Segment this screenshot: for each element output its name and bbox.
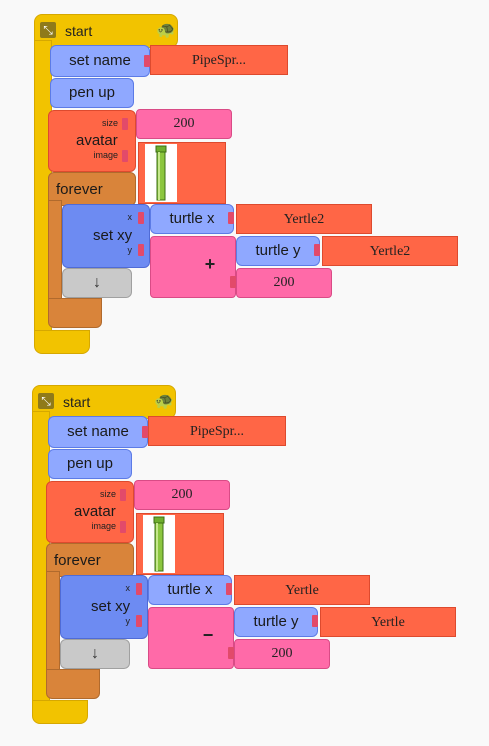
- size-value-field[interactable]: 200: [134, 480, 230, 510]
- pen-up-block[interactable]: pen up: [50, 78, 134, 108]
- input-connector: [228, 647, 234, 659]
- operator-block[interactable]: [150, 236, 236, 298]
- pipe-sprite-image: [143, 515, 175, 573]
- input-connector: [144, 55, 150, 67]
- collapse-icon[interactable]: ⤡: [38, 393, 54, 409]
- forever-foot: [46, 669, 100, 699]
- forever-label: forever: [56, 181, 103, 198]
- turtle-x-label: turtle x: [167, 581, 213, 598]
- pen-up-label: pen up: [67, 455, 113, 472]
- input-connector: [136, 583, 142, 595]
- forever-spine: [46, 571, 60, 681]
- pen-up-block[interactable]: pen up: [48, 449, 132, 479]
- avatar-block[interactable]: [46, 481, 134, 543]
- turtle-icon: 🐢: [154, 393, 174, 410]
- set-name-label: set name: [67, 423, 129, 440]
- y-label: y: [127, 245, 133, 255]
- pen-up-label: pen up: [69, 84, 115, 101]
- input-connector: [226, 583, 232, 595]
- name-value-field[interactable]: PipeSpr...: [150, 45, 288, 75]
- input-connector: [142, 426, 148, 438]
- set-name-label: set name: [69, 52, 131, 69]
- image-label: image: [93, 150, 118, 160]
- operator-symbol[interactable]: −: [202, 625, 214, 645]
- turtle-y-block[interactable]: turtle y: [234, 607, 318, 637]
- size-value-field[interactable]: 200: [136, 109, 232, 139]
- input-connector: [136, 615, 142, 627]
- start-hat-block[interactable]: [32, 385, 176, 419]
- input-connector: [120, 489, 126, 501]
- start-hat-foot: [34, 330, 90, 354]
- collapse-icon[interactable]: ⤡: [40, 22, 56, 38]
- turtle-x-target-field[interactable]: Yertle2: [236, 204, 372, 234]
- input-connector: [312, 615, 318, 627]
- size-label: size: [99, 489, 116, 499]
- set-xy-block[interactable]: [60, 575, 148, 639]
- turtle-y-target-field[interactable]: Yertle2: [322, 236, 458, 266]
- set-name-block[interactable]: set name: [48, 416, 148, 448]
- input-connector: [228, 212, 234, 224]
- turtle-icon: 🐢: [156, 22, 176, 39]
- input-connector: [314, 244, 320, 256]
- set-name-block[interactable]: set name: [50, 45, 150, 77]
- turtle-y-block[interactable]: turtle y: [236, 236, 320, 266]
- offset-value-field[interactable]: 200: [234, 639, 330, 669]
- offset-value-field[interactable]: 200: [236, 268, 332, 298]
- operator-symbol[interactable]: +: [204, 254, 216, 274]
- forever-spine: [48, 200, 62, 310]
- image-label: image: [91, 521, 116, 531]
- set-xy-label: set xy: [93, 227, 133, 244]
- start-hat-foot: [32, 700, 88, 724]
- set-xy-block[interactable]: [62, 204, 150, 268]
- size-label: size: [101, 118, 118, 128]
- forever-label: forever: [54, 552, 101, 569]
- x-label: x: [125, 583, 131, 593]
- x-label: x: [127, 212, 133, 222]
- hat-label: start: [65, 23, 93, 39]
- turtle-x-label: turtle x: [169, 210, 215, 227]
- down-arrow-block[interactable]: ↓: [60, 639, 130, 669]
- forever-block[interactable]: [48, 172, 136, 206]
- avatar-label: avatar: [74, 503, 116, 520]
- input-connector: [138, 212, 144, 224]
- input-connector: [122, 118, 128, 130]
- turtle-x-block[interactable]: turtle x: [150, 204, 234, 234]
- set-xy-label: set xy: [91, 598, 131, 615]
- input-connector: [230, 276, 236, 288]
- input-connector: [122, 150, 128, 162]
- avatar-label: avatar: [76, 132, 118, 149]
- name-value-field[interactable]: PipeSpr...: [148, 416, 286, 446]
- turtle-x-block[interactable]: turtle x: [148, 575, 232, 605]
- start-hat-block[interactable]: [34, 14, 178, 48]
- hat-label: start: [63, 394, 91, 410]
- operator-block[interactable]: [148, 607, 234, 669]
- turtle-y-label: turtle y: [253, 613, 299, 630]
- forever-foot: [48, 298, 102, 328]
- pipe-sprite-image: [145, 144, 177, 202]
- turtle-x-target-field[interactable]: Yertle: [234, 575, 370, 605]
- down-arrow-block[interactable]: ↓: [62, 268, 132, 298]
- turtle-y-target-field[interactable]: Yertle: [320, 607, 456, 637]
- avatar-block[interactable]: [48, 110, 136, 172]
- input-connector: [120, 521, 126, 533]
- y-label: y: [125, 616, 131, 626]
- input-connector: [138, 244, 144, 256]
- turtle-y-label: turtle y: [255, 242, 301, 259]
